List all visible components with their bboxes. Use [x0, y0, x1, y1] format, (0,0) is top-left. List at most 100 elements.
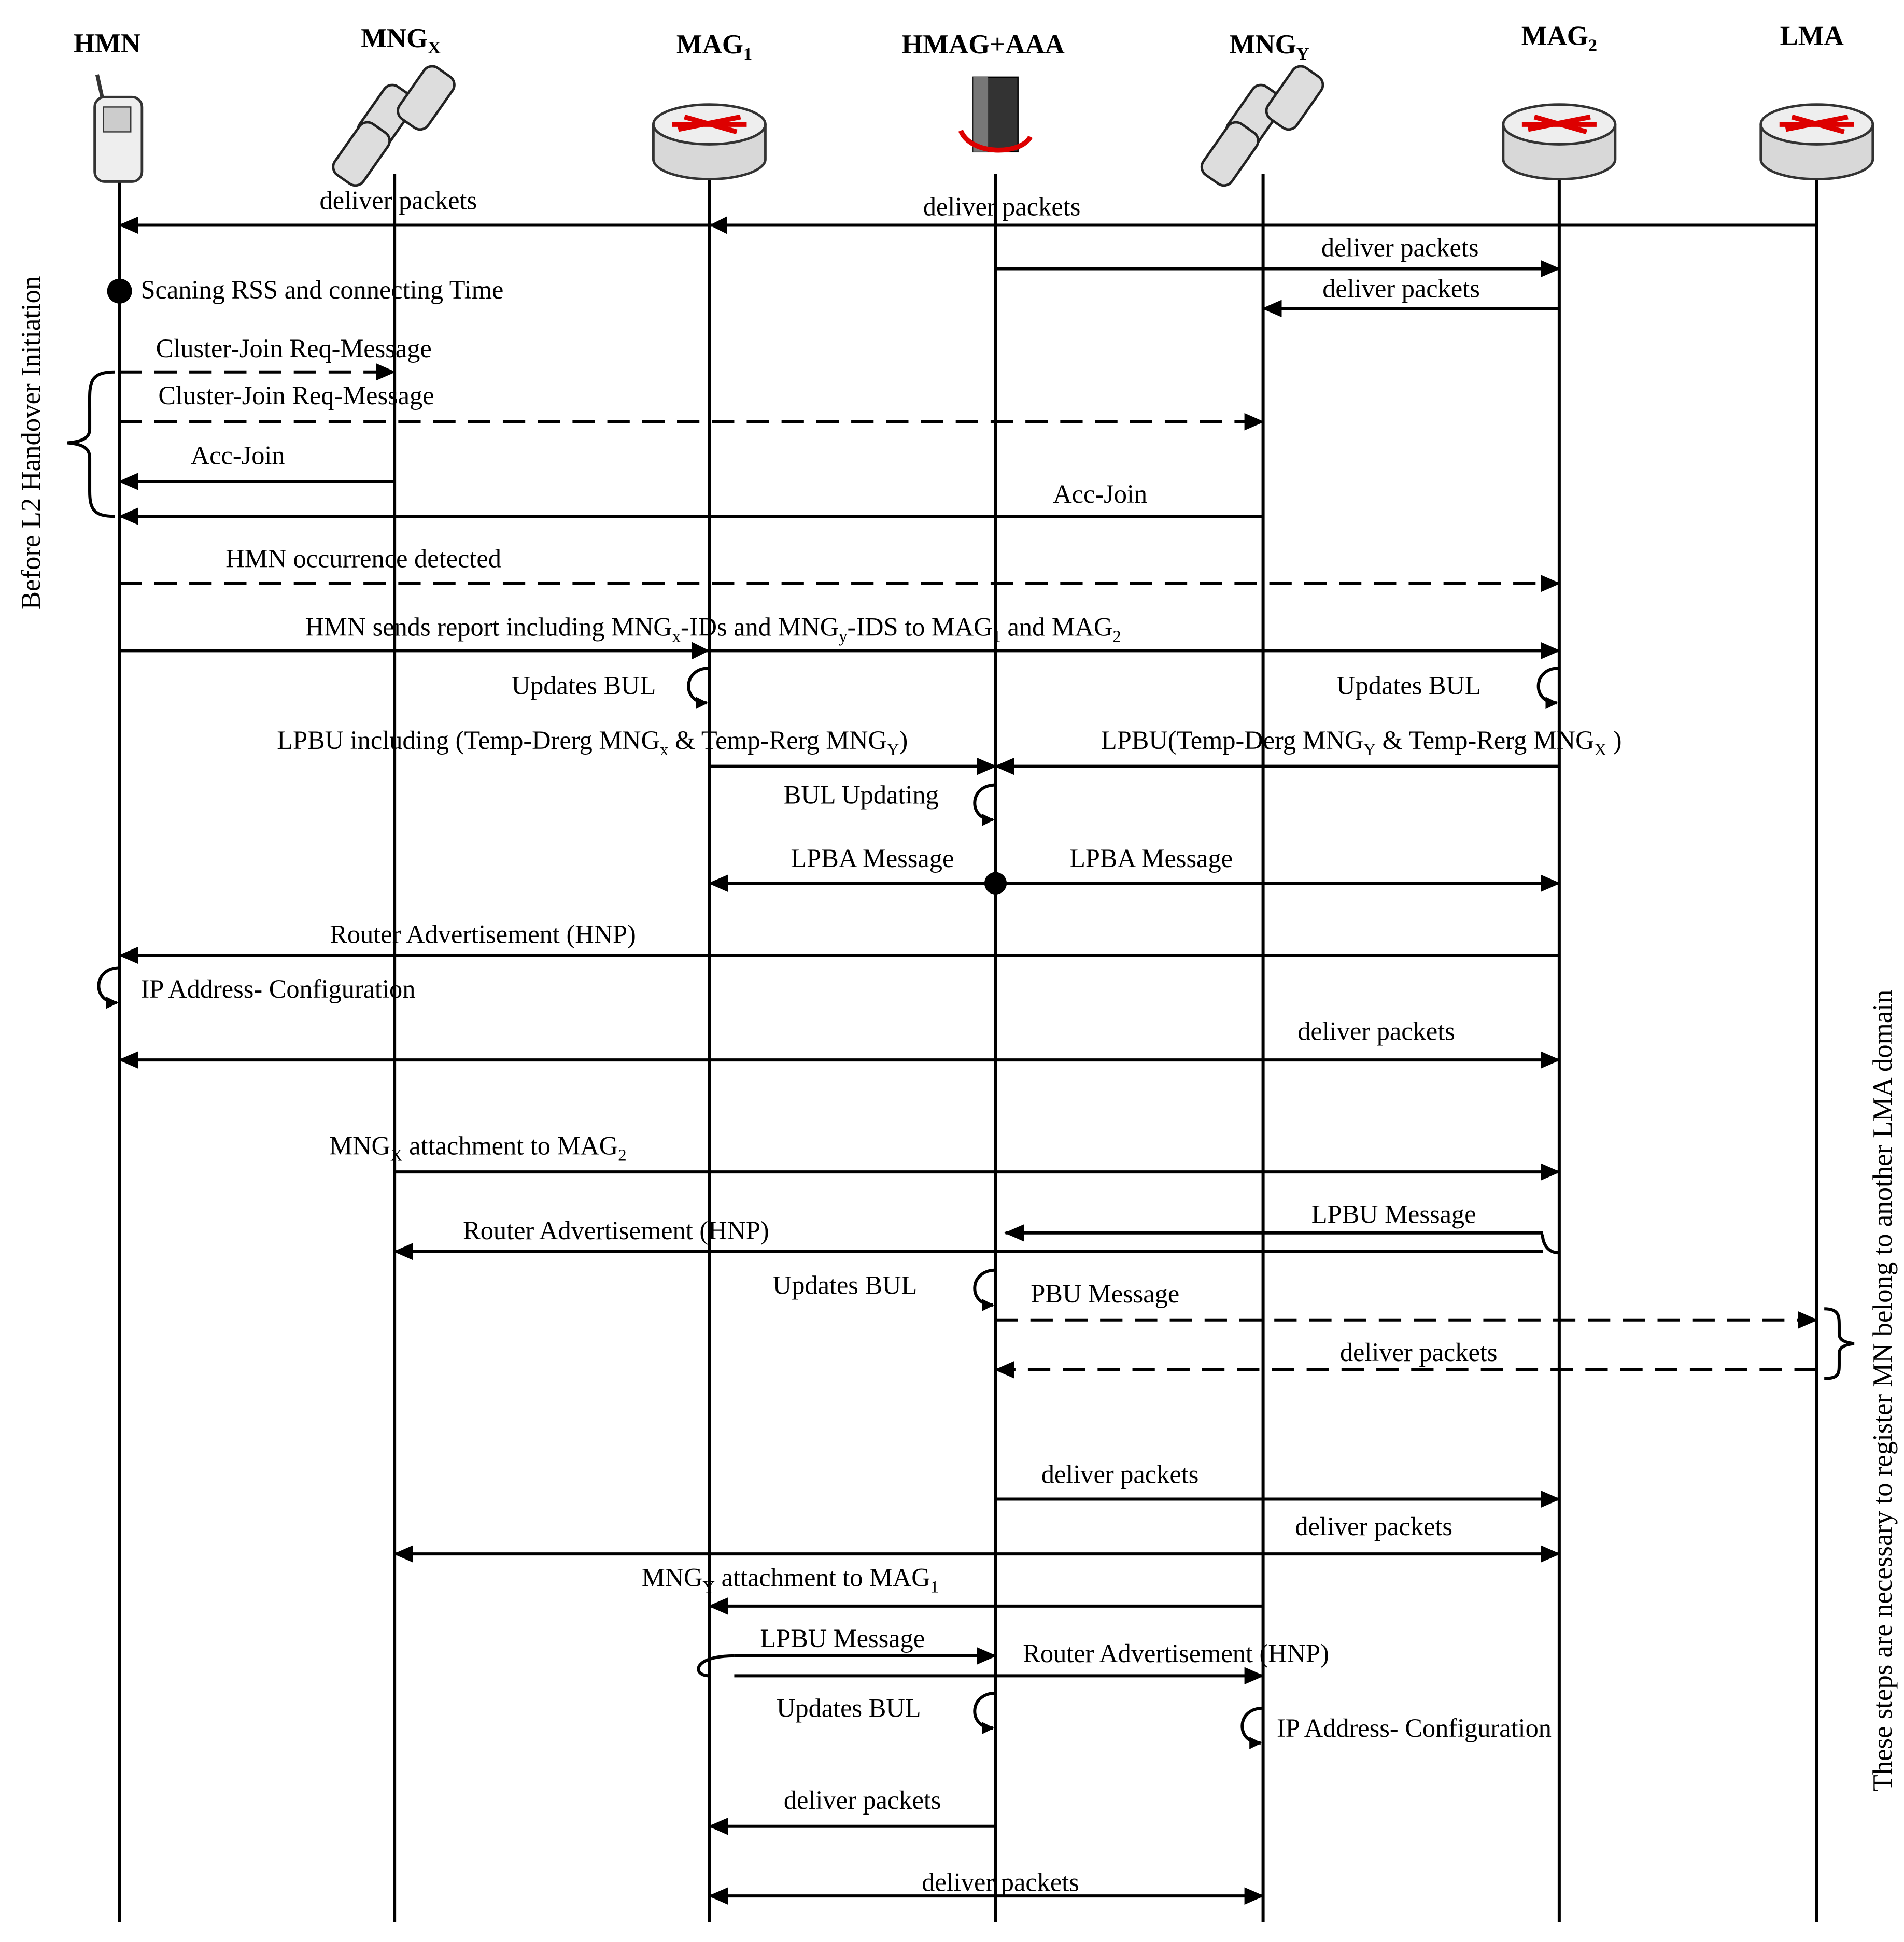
participant-name-1-subscript: X [428, 38, 441, 58]
message-label-subscript: Y [702, 1578, 715, 1596]
right-side-label: These steps are necessary to register MN… [1868, 990, 1898, 1792]
message-4: Scaning RSS and connecting Time [107, 275, 503, 304]
message-label: IP Address- Configuration [1277, 1713, 1552, 1742]
mobile-phone-icon [93, 74, 144, 183]
message-label: LPBA Message [791, 844, 954, 873]
phone-cluster-icon [332, 65, 456, 187]
message-2: deliver packets [995, 233, 1561, 278]
message-label: Router Advertisement (HNP) [1023, 1639, 1329, 1668]
message-label-part: & Temp-Rerg MNG [668, 726, 887, 755]
left-brace [67, 370, 115, 518]
message-label-part: HMN sends report including MNG [305, 613, 672, 642]
message-15: BUL Updating [784, 781, 996, 826]
message-label-part: MNG [642, 1563, 703, 1592]
message-label-subscript: X [390, 1146, 403, 1165]
message-label: deliver packets [1297, 1017, 1455, 1046]
message-label-part: LPBU including (Temp-Drerg MNG [277, 726, 660, 755]
message-20: deliver packets [118, 1017, 1561, 1069]
message-label: deliver packets [1322, 274, 1480, 303]
message-label-subscript: X [1594, 741, 1606, 759]
message-31: Router Advertisement (HNP) [734, 1639, 1329, 1685]
message-label-subscript: 1 [930, 1578, 939, 1596]
message-label: HMN occurrence detected [225, 544, 501, 573]
message-7: Acc-Join [118, 441, 395, 490]
self-loop-icon [687, 667, 710, 710]
message-5: Cluster-Join Req-Message [119, 334, 432, 381]
message-23: Router Advertisement (HNP) [393, 1216, 1543, 1260]
participant-name-6: LMA [1780, 21, 1844, 51]
message-26: deliver packets [994, 1338, 1817, 1379]
message-label-part: LPBA Message [1069, 844, 1233, 873]
participant-name-5-part: MAG [1521, 21, 1588, 51]
message-34: deliver packets [708, 1785, 996, 1835]
message-label-part: Router Advertisement (HNP) [1023, 1639, 1329, 1668]
message-label: LPBU including (Temp-Drerg MNGx​ & Temp-… [277, 726, 908, 759]
message-label-subscript: 1 [992, 628, 1000, 646]
message-19: IP Address- Configuration [97, 966, 415, 1009]
message-1: deliver packets [923, 192, 1081, 221]
participant-name-1: MNGX​ [361, 23, 441, 58]
message-10: HMN sends report including MNGx​-IDs and… [119, 613, 1561, 660]
left-side-label: Before L2 Handover Initiation [16, 276, 46, 610]
message-17: LPBA Message [995, 844, 1561, 892]
message-label-part: Scaning RSS and connecting Time [140, 275, 503, 304]
participant-name-6-part: LMA [1780, 21, 1844, 51]
message-label-part: Router Advertisement (HNP) [463, 1216, 769, 1245]
message-6: Cluster-Join Req-Message [119, 381, 1264, 431]
message-18: Router Advertisement (HNP) [118, 919, 1559, 965]
message-32: Updates BUL [777, 1691, 996, 1735]
message-label: Updates BUL [777, 1694, 921, 1723]
self-loop [1541, 1231, 1560, 1255]
message-label: deliver packets [784, 1785, 941, 1815]
self-loop-icon [973, 1268, 996, 1311]
message-label: deliver packets [923, 192, 1081, 221]
message-label-part: Updates BUL [777, 1694, 921, 1723]
message-label: deliver packets [1340, 1338, 1498, 1367]
message-8: Acc-Join [118, 479, 1263, 525]
message-3: deliver packets [1262, 274, 1559, 318]
message-label-part: Updates BUL [1336, 671, 1481, 700]
self-loop-icon [973, 783, 996, 826]
participant-name-0: HMN [74, 29, 140, 59]
participant-name-2-part: MAG [676, 30, 743, 60]
server-icon [958, 76, 1033, 153]
self-loop [697, 1654, 735, 1678]
message-label-part: and MAG [1001, 613, 1113, 642]
message-label-part: Updates BUL [773, 1270, 918, 1299]
message-label-part: deliver packets [1340, 1338, 1498, 1367]
message-27: deliver packets [995, 1459, 1561, 1508]
message-13: LPBU including (Temp-Drerg MNGx​ & Temp-… [277, 726, 997, 775]
message-label: Router Advertisement (HNP) [463, 1216, 769, 1245]
self-loop-icon [1240, 1706, 1263, 1749]
message-35: deliver packets [708, 1868, 1264, 1905]
message-label-part: LPBA Message [791, 844, 954, 873]
message-label-part: LPBU(Temp-Derg MNG [1101, 726, 1363, 755]
message-30: LPBU Message [697, 1624, 997, 1678]
message-label: LPBU Message [760, 1624, 925, 1653]
message-label: Updates BUL [773, 1270, 918, 1299]
message-label-part: LPBU Message [1311, 1200, 1476, 1229]
message-label-subscript: Y [1363, 741, 1376, 759]
message-label: Updates BUL [512, 671, 656, 700]
message-label-part: deliver packets [1297, 1017, 1455, 1046]
message-label: HMN sends report including MNGx​-IDs and… [305, 613, 1121, 646]
message-label: deliver packets [1321, 233, 1479, 262]
message-label-subscript: x [660, 741, 668, 759]
message-22: LPBU Message [1004, 1200, 1560, 1255]
message-label-part: ) [1606, 726, 1621, 755]
message-21: MNGX​ attachment to MAG2​ [329, 1131, 1561, 1181]
message-label-part: deliver packets [784, 1785, 941, 1815]
message-label: PBU Message [1031, 1279, 1179, 1308]
message-label: IP Address- Configuration [140, 974, 415, 1003]
arrowhead [692, 642, 710, 660]
message-label: deliver packets [1041, 1459, 1199, 1489]
messages: deliver packets deliver packets deliver pa… [97, 186, 1818, 1905]
participant-name-1-part: MNG [361, 23, 428, 53]
message-33: IP Address- Configuration [1240, 1706, 1552, 1749]
participant-name-2-subscript: 1 [743, 44, 752, 64]
right-brace [1824, 1307, 1855, 1380]
message-12: Updates BUL [1336, 667, 1560, 710]
self-loop-icon [97, 966, 120, 1009]
participant-name-3-part: HMAG+AAA [901, 30, 1065, 60]
